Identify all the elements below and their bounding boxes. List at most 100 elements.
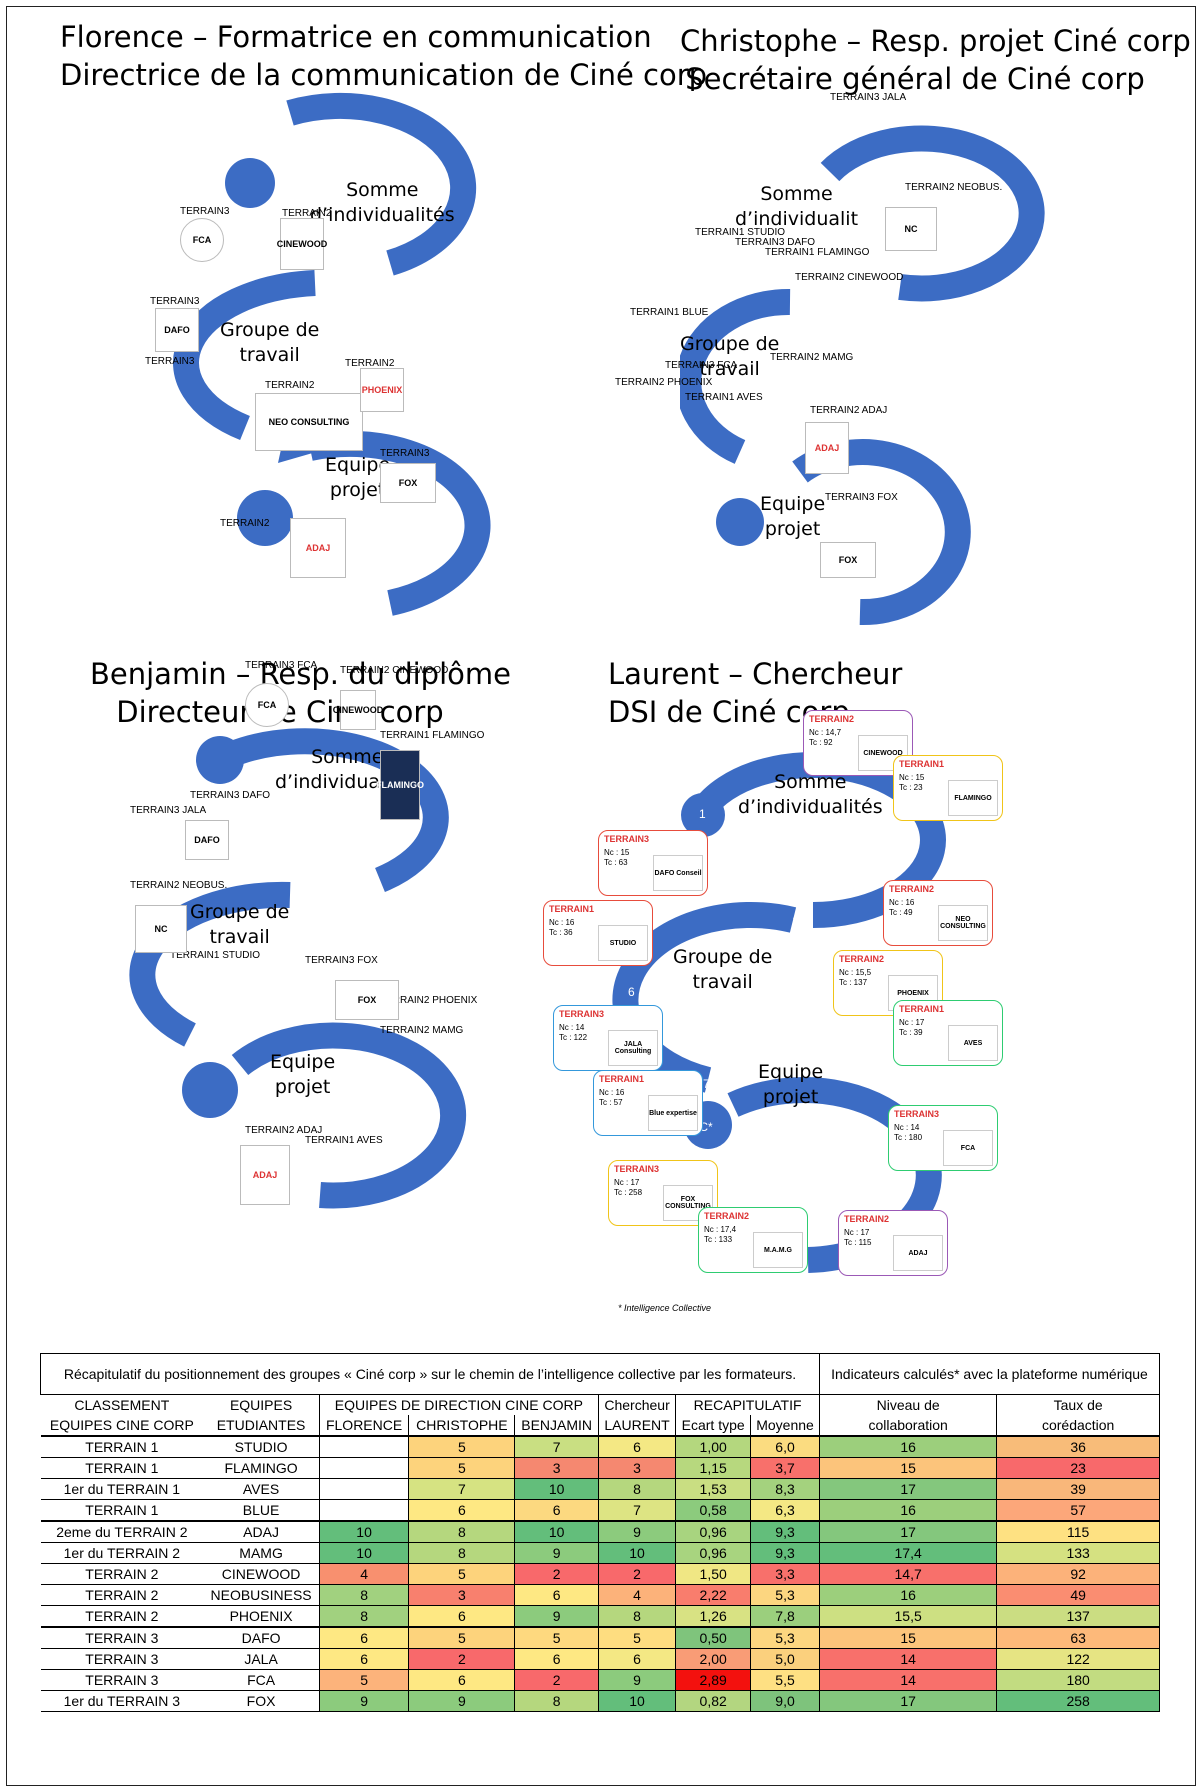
table-cell: 15,5: [818, 1605, 998, 1628]
q2-label-studio: TERRAIN1 STUDIO: [695, 227, 786, 238]
table-cell: 5: [408, 1457, 516, 1479]
table-cell: FOX: [203, 1690, 320, 1712]
q3-logo-fca: FCA: [245, 683, 289, 727]
q2-label-jala: TERRAIN3 JALA: [830, 92, 907, 103]
q4-card-terrain: TERRAIN1: [899, 1004, 945, 1014]
table-cell: 92: [996, 1563, 1160, 1585]
table-cell: 10: [514, 1520, 599, 1543]
q3-logo-nc: NC: [135, 905, 187, 953]
table-cell: 5,3: [750, 1584, 820, 1606]
table-title: Récapitulatif du positionnement des grou…: [40, 1353, 820, 1395]
table-cell: 6: [408, 1605, 516, 1628]
q4-num-8: 8: [783, 1043, 790, 1057]
table-cell: 16: [818, 1584, 998, 1606]
table-cell: 6: [318, 1648, 410, 1670]
table-cell: DAFO: [203, 1626, 320, 1649]
table-cell: [318, 1499, 410, 1522]
q2-label-adaj: TERRAIN2 ADAJ: [810, 405, 888, 416]
q4-card-terrain: TERRAIN2: [809, 714, 855, 724]
table-cell: 15: [818, 1626, 998, 1649]
q3-label-cinewood: TERRAIN2 CINEWOOD: [340, 665, 449, 676]
quadrant-benjamin: Benjamin – Resp. du diplôme Directeur de…: [90, 655, 680, 1315]
q3-label-adaj: TERRAIN2 ADAJ: [245, 1125, 323, 1136]
table-cell: 15: [818, 1457, 998, 1479]
table-cell: 14,7: [818, 1563, 998, 1585]
q4-card-values: Nc : 14,7 Tc : 92: [809, 728, 842, 747]
table-cell: 8,3: [750, 1478, 820, 1500]
q4-card-terrain: TERRAIN2: [839, 954, 885, 964]
table-cell: 17: [818, 1478, 998, 1500]
q1-arrow-bottom: [307, 430, 491, 616]
table-cell: 5: [408, 1435, 516, 1458]
table-cell: 8: [597, 1605, 677, 1628]
q4-card-logo: FOX CONSULTING: [663, 1185, 713, 1221]
q4-card-values: Nc : 17,4 Tc : 133: [704, 1225, 737, 1244]
table-cell: 2,89: [675, 1669, 752, 1691]
table-cell: 0,96: [675, 1542, 752, 1564]
table-cell: 2: [597, 1563, 677, 1585]
table-cell: 5: [408, 1563, 516, 1585]
table-cell: 3: [514, 1457, 599, 1479]
th-moyenne: Moyenne: [750, 1415, 820, 1437]
table-cell: 3,3: [750, 1563, 820, 1585]
table-cell: 23: [996, 1457, 1160, 1479]
table-cell: 10: [514, 1478, 599, 1500]
q4-num-7: 7: [703, 1077, 710, 1091]
th-equipes-2: ETUDIANTES: [203, 1415, 320, 1437]
q4-card-values: Nc : 16 Tc : 57: [599, 1088, 625, 1107]
table-cell: 9: [597, 1669, 677, 1691]
q3-title-line1: Benjamin – Resp. du diplôme: [90, 657, 511, 691]
q4-card-values: Nc : 17 Tc : 115: [844, 1228, 872, 1247]
th-equipes: EQUIPES: [203, 1394, 320, 1415]
table-cell: 17: [818, 1520, 998, 1543]
table-cell: 8: [408, 1542, 516, 1564]
q4-card-terrain: TERRAIN3: [604, 834, 650, 844]
q4-num-5: 5: [708, 877, 715, 891]
q4-card-terrain: TERRAIN2: [889, 884, 935, 894]
table-cell: 2eme du TERRAIN 2: [40, 1520, 204, 1543]
table-cell: 115: [996, 1520, 1160, 1543]
th-taux: Taux de: [996, 1394, 1160, 1415]
q1-label-4: TERRAIN3: [145, 356, 195, 367]
table-cell: 2: [408, 1648, 516, 1670]
q4-footnote: * Intelligence Collective: [618, 1303, 712, 1313]
table-cell: 4: [597, 1584, 677, 1606]
table-cell: 7: [408, 1478, 516, 1500]
q4-card-terrain: TERRAIN1: [899, 759, 945, 769]
th-ecart-type: Ecart type: [675, 1415, 752, 1437]
table-cell: 10: [597, 1690, 677, 1712]
table-cell: 3: [597, 1457, 677, 1479]
quadrant-florence: Florence – Formatrice en communication D…: [60, 18, 707, 678]
table-cell: 39: [996, 1478, 1160, 1500]
q2-label-neobus: TERRAIN2 NEOBUS.: [905, 182, 1003, 193]
table-cell: PHOENIX: [203, 1605, 320, 1628]
q4-card-logo: ADAJ: [893, 1235, 943, 1271]
q3-logo-dafo: DAFO: [185, 820, 229, 860]
table-cell: 36: [996, 1435, 1160, 1458]
table-cell: 5,0: [750, 1648, 820, 1670]
table-cell: 6: [408, 1669, 516, 1691]
q4-card-values: Nc : 16 Tc : 36: [549, 918, 575, 937]
q3-label-studio: TERRAIN1 STUDIO: [170, 950, 261, 961]
table-cell: TERRAIN 3: [40, 1626, 204, 1649]
table-cell: TERRAIN 2: [40, 1563, 204, 1585]
table-cell: 5,5: [750, 1669, 820, 1691]
q4-num-1: 1: [699, 807, 706, 821]
table-cell: [318, 1457, 410, 1479]
table-cell: 122: [996, 1648, 1160, 1670]
table-cell: 2: [514, 1563, 599, 1585]
q4-card-terrain: TERRAIN3: [894, 1109, 940, 1119]
